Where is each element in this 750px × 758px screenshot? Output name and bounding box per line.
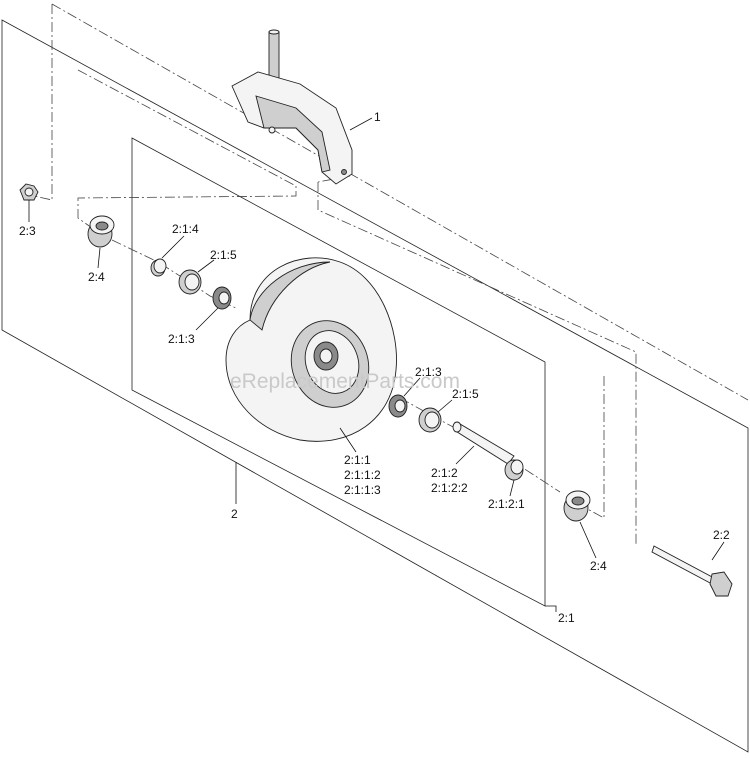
callout-2: 2 <box>231 507 238 521</box>
leader-2-4-right <box>579 521 597 559</box>
path-spacer-right <box>581 376 605 519</box>
path-nut <box>51 3 749 401</box>
seal-left <box>178 269 202 295</box>
bushing <box>150 258 167 277</box>
leader-2-1-2 <box>455 445 475 465</box>
leader-2-1-2-1 <box>509 479 515 497</box>
callout-2-1-1-2: 2:1:1:2 <box>344 468 381 482</box>
leader-2-2 <box>711 541 725 561</box>
axle-sleeve <box>504 459 524 481</box>
leader-2-1-1 <box>339 427 357 453</box>
leader-2-1-5-left <box>197 259 215 273</box>
leader-2-1-5-right <box>437 399 453 413</box>
caster-bracket <box>231 29 353 185</box>
spacer-right <box>563 490 591 522</box>
callout-2-2: 2:2 <box>713 528 730 542</box>
leader-2-1 <box>545 605 557 612</box>
seal-right <box>418 407 442 433</box>
leader-2-1-3-left <box>195 307 219 331</box>
watermark: eReplacementParts.com <box>230 370 460 393</box>
path-spacer <box>77 69 297 229</box>
callout-2-1-5-left: 2:1:5 <box>210 248 237 262</box>
bearing-left <box>212 286 232 310</box>
bearing-right <box>388 394 408 418</box>
callout-2-1-3-right: 2:1:3 <box>415 365 442 379</box>
callout-2-1-2-2: 2:1:2:2 <box>431 481 468 495</box>
callout-2-1-2: 2:1:2 <box>431 466 458 480</box>
callout-2-3: 2:3 <box>19 224 36 238</box>
callout-2-4-left: 2:4 <box>88 270 105 284</box>
callout-2-1-1: 2:1:1 <box>344 453 371 467</box>
leader-2-4-left <box>97 247 101 269</box>
callout-2-1-2-1: 2:1:2:1 <box>488 497 525 511</box>
spacer-left <box>87 215 115 248</box>
tire <box>225 257 397 442</box>
leader-2-1-4 <box>161 235 185 259</box>
leader-2-1-3-right <box>403 377 421 397</box>
axle <box>452 421 515 465</box>
callout-2-1-4: 2:1:4 <box>172 222 199 236</box>
leader-1 <box>349 117 373 131</box>
assembly-frame-2 <box>1 19 749 753</box>
hex-nut <box>19 183 39 201</box>
callout-2-1-5-right: 2:1:5 <box>452 387 479 401</box>
bolt <box>651 545 733 597</box>
callout-2-1: 2:1 <box>558 611 575 625</box>
path-bolt <box>317 182 637 546</box>
bracket-stem-top <box>268 29 280 35</box>
callout-1: 1 <box>374 110 381 124</box>
callout-2-1-3-left: 2:1:3 <box>168 332 195 346</box>
path-nut-drop <box>33 4 53 201</box>
callout-2-1-1-3: 2:1:1:3 <box>344 483 381 497</box>
callout-2-4-right: 2:4 <box>590 559 607 573</box>
